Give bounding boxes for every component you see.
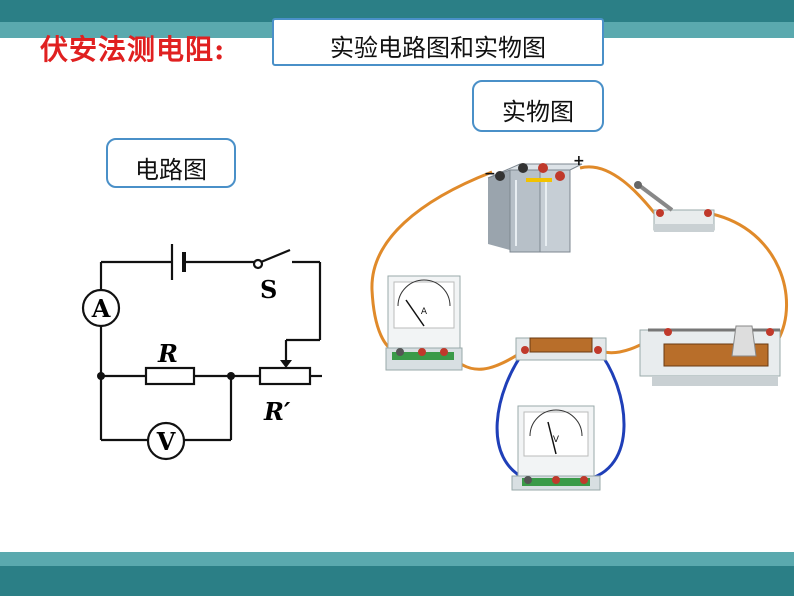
physical-diagram-label-box: 实物图 (472, 80, 604, 132)
blue-wires (495, 349, 626, 482)
knife-switch (634, 181, 715, 232)
voltmeter-letter: V (156, 427, 176, 456)
subtitle-box: 实验电路图和实物图 (272, 18, 604, 66)
voltmeter-device (511, 405, 601, 491)
ammeter-face-letter: A (421, 307, 428, 317)
circuit-schematic (99, 244, 322, 442)
switch-contact (252, 258, 264, 270)
battery-pack (487, 163, 583, 253)
ammeter-device (385, 275, 463, 371)
wire-switch-rheostat (711, 212, 788, 341)
junction-right (227, 372, 235, 380)
rheostat-device (639, 325, 781, 386)
wire-battery-switch (579, 165, 658, 216)
wire-resistor-voltmeter-left (495, 349, 529, 482)
circuit-diagram-label-box: 电路图 (106, 138, 236, 188)
battery-minus: − (484, 166, 496, 182)
page-title: 伏安法测电阻: (40, 33, 226, 66)
voltmeter-symbol (146, 421, 186, 461)
junction-left (97, 372, 105, 380)
bottom-banner-stripe (0, 552, 794, 566)
switch-label: S (260, 275, 277, 304)
wire-resistor-voltmeter-right (583, 349, 626, 482)
rheostat-label: R′ (263, 397, 291, 426)
resistor-label: R (157, 339, 178, 368)
subtitle-text: 实验电路图和实物图 (330, 34, 546, 62)
ammeter-letter: A (91, 294, 111, 323)
resistor-device (515, 337, 607, 361)
rheostat-arrow-head (280, 360, 292, 368)
switch-lever (260, 248, 291, 264)
ammeter-symbol (81, 288, 121, 328)
resistor-r (144, 366, 196, 386)
rheostat-r-prime (258, 366, 312, 386)
voltmeter-face-letter: V (553, 435, 560, 445)
wire-battery-ammeter (370, 170, 493, 354)
battery-plus: + (573, 153, 585, 169)
physical-diagram-label: 实物图 (502, 98, 574, 126)
circuit-diagram-label: 电路图 (135, 156, 207, 184)
